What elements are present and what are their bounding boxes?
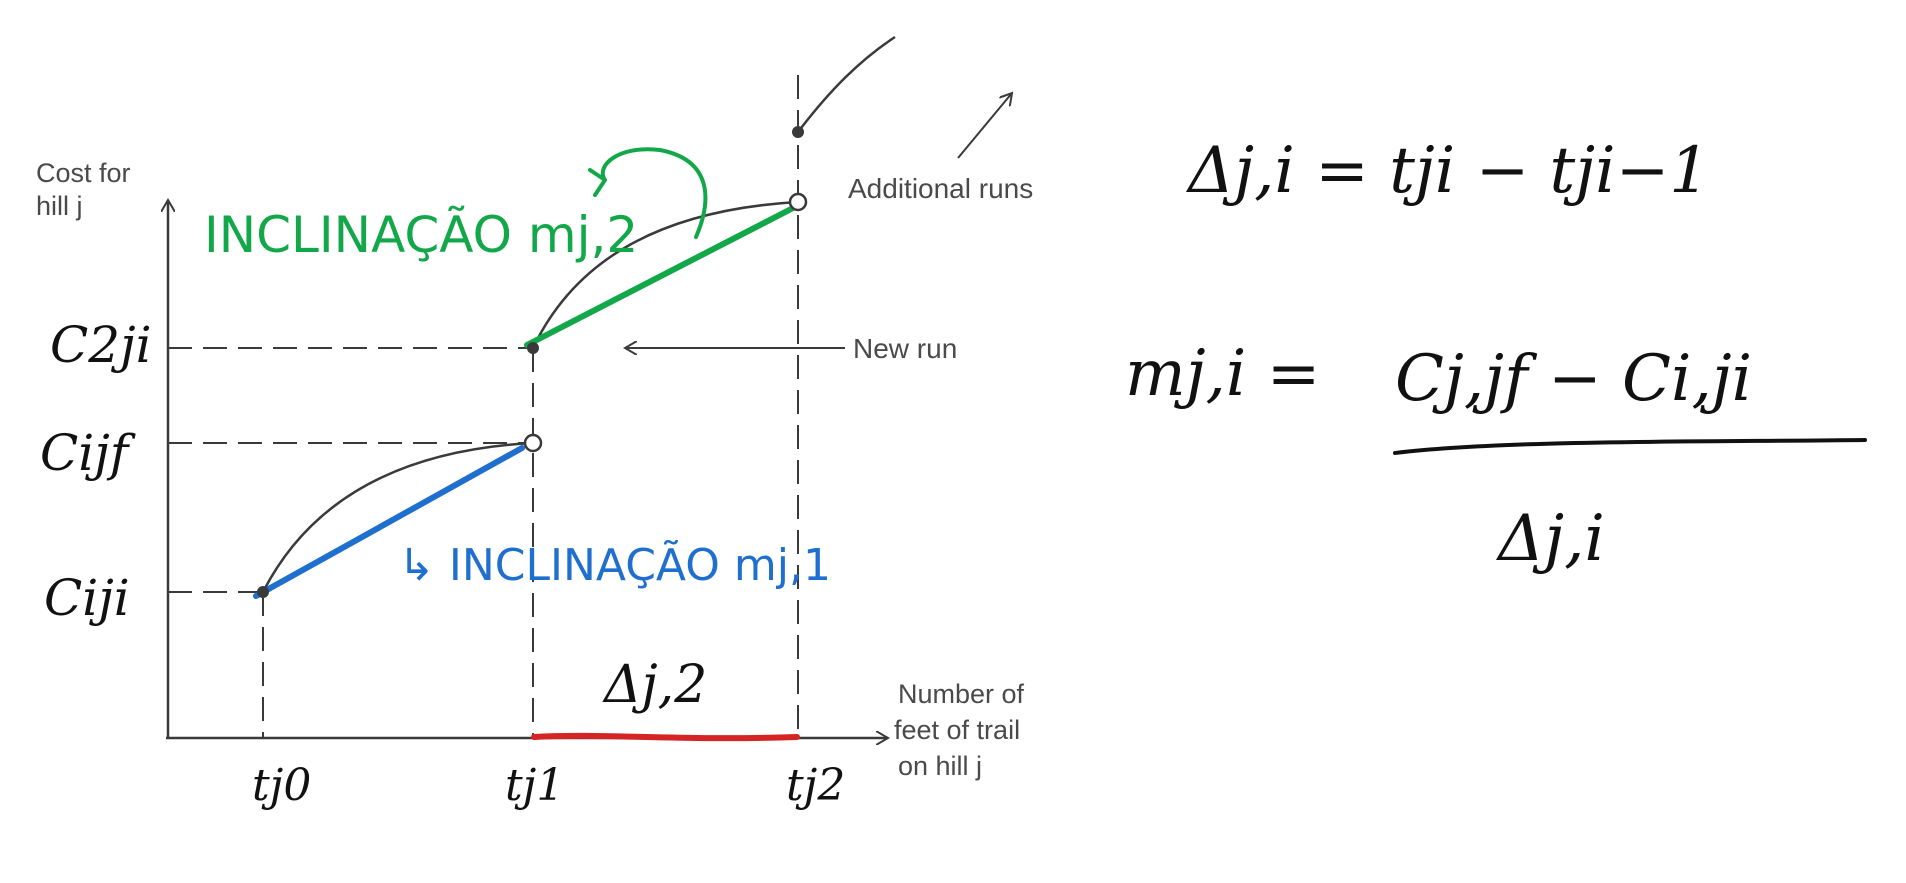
point-t2-open [788,192,808,212]
x-tick-t0: tj0 [252,760,311,811]
additional-runs-label: Additional runs [848,173,1033,204]
point-t1-filled [527,342,539,354]
delta-underline-red [531,732,800,742]
x-axis-label-line2: feet of trail [894,715,1020,745]
new-run-label: New run [853,333,957,364]
y-axis-label-line2: hill j [36,191,83,221]
axes [166,200,888,738]
y-axis-label-line1: Cost for [36,158,131,188]
slope-line-blue [253,445,525,599]
x-axis-label-line1: Number of [898,679,1025,709]
y-tick-cf: Cijf [40,424,136,482]
cost-curve-segment-3 [797,35,896,133]
equation-slope-denominator: Δj,i [1495,502,1605,576]
point-t2-filled [792,126,804,138]
dashed-guides [168,75,799,738]
cost-curve-segment-2 [531,200,799,349]
green-curl-arrow [588,147,708,239]
equation-slope-lhs: mj,i = [1125,337,1320,411]
equation-slope-numerator: Cj,jf − Ci,ji [1395,342,1752,416]
cost-curves [261,35,896,593]
y-tick-labels: C2ji Cijf Ciji [40,316,152,627]
delta-label-red: Δj,2 [602,655,707,715]
point-t0-filled [257,586,269,598]
y-tick-c2: C2ji [50,316,152,374]
slope-line-green [524,204,798,348]
new-run-annotation: New run [625,333,957,364]
slope-label-blue: ↳ INCLINAÇÃO mj,1 [398,539,831,591]
fraction-bar [1393,438,1867,455]
y-tick-ci: Ciji [44,569,130,627]
x-tick-t2: tj2 [786,760,845,811]
cost-curve-segment-1 [261,441,534,593]
point-t1-open [523,433,543,453]
slope-label-green: INCLINAÇÃO mj,2 [204,206,638,264]
x-tick-t1: tj1 [505,760,564,811]
additional-runs-annotation: Additional runs [848,93,1033,204]
x-tick-labels: tj0 tj1 tj2 [252,760,845,811]
equation-delta: Δj,i = tji − tji−1 [1185,134,1710,208]
curve-points [257,126,808,598]
additional-runs-arrow [957,93,1012,159]
x-axis-label-line3: on hill j [898,751,982,781]
